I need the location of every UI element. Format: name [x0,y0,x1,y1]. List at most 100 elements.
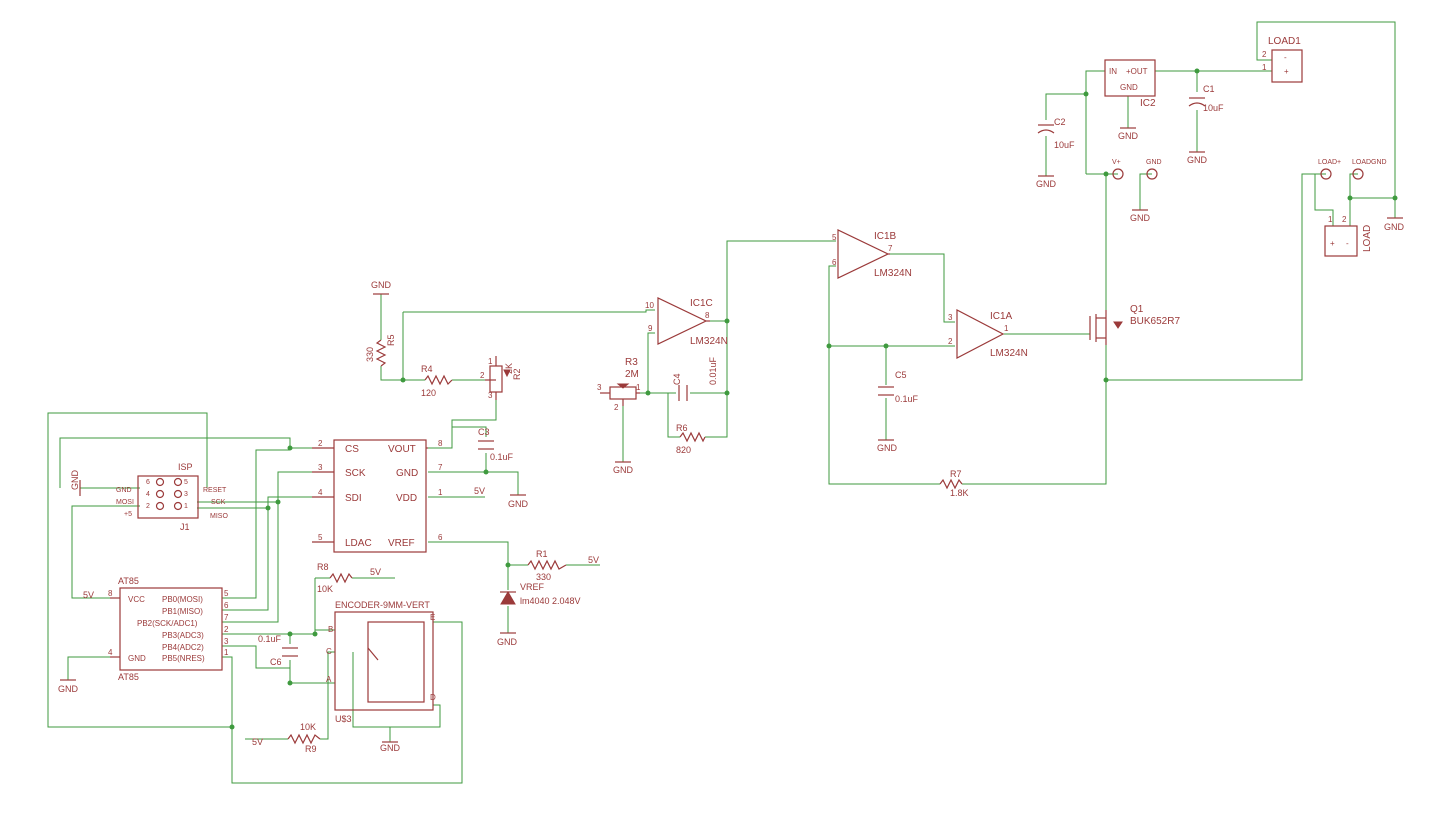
wire-pb4 [222,645,335,684]
resistor-r1: R1 330 [527,549,567,582]
terminal-load-plus: LOAD+ [1318,159,1341,180]
svg-text:J1: J1 [180,522,190,532]
regulator-ic2: IN +OUT GND IC2 [1104,59,1156,109]
svg-text:GND: GND [116,487,132,494]
wire-load1 [1256,21,1396,218]
wire-gnd-term [1139,173,1152,210]
svg-text:1: 1 [224,648,229,657]
svg-text:GND: GND [128,654,146,663]
svg-text:LOADGND: LOADGND [1352,159,1387,166]
junction [265,505,271,511]
vcc-r8: 5V [370,567,381,577]
resistor-r5: R5 330 [365,334,396,367]
svg-text:1.8K: 1.8K [950,488,969,498]
svg-text:3: 3 [597,383,602,392]
svg-text:7: 7 [438,463,443,472]
svg-text:2: 2 [948,337,953,346]
svg-text:GND: GND [396,468,418,479]
resistor-r6: R6 820 [676,423,706,455]
svg-text:R7: R7 [950,469,962,479]
svg-text:IC1B: IC1B [874,231,897,242]
mcu-at85: AT85 AT85 8 4 VCC GND PB0(MOSI) PB1(MISO… [108,576,229,682]
wire-r5b [380,366,403,381]
svg-text:AT85: AT85 [118,576,139,586]
svg-text:LM324N: LM324N [874,268,912,279]
resistor-r4: R4 120 [421,364,453,398]
junction [312,631,318,637]
gnd-c1: GND [1187,151,1208,165]
vcc-mcu: 5V [83,590,94,600]
resistor-r7: R7 1.8K [939,469,969,498]
svg-text:GND: GND [371,280,392,290]
svg-text:AT85: AT85 [118,672,139,682]
svg-text:-: - [1346,239,1349,248]
isp-header: ISP J1 6 4 2 5 3 1 GND MOSI +5 RESET SCK… [116,462,228,532]
wire-reg-in [1085,70,1105,174]
svg-text:GND: GND [1146,159,1162,166]
svg-text:LDAC: LDAC [345,538,372,549]
svg-text:R8: R8 [317,562,329,572]
svg-text:2: 2 [146,503,150,510]
svg-text:GND: GND [1036,179,1057,189]
opamp-ic1c: IC1C LM324N 10 9 8 [645,297,728,347]
svg-text:1: 1 [636,383,641,392]
svg-text:LOAD: LOAD [1362,225,1373,252]
svg-text:C2: C2 [1054,117,1066,127]
terminal-load-gnd: LOADGND [1352,159,1387,180]
wire-dac-gnd [428,471,519,495]
junction [229,724,235,730]
svg-text:GND: GND [380,743,401,753]
wire-mosi-left [71,505,140,599]
capacitors: C3 0.1uF C4 0.01uF C5 0.1uF 0.1uF C6 1 C… [258,84,1224,667]
svg-text:C1: C1 [1203,84,1215,94]
junction [287,631,293,637]
capacitor-c5: C5 0.1uF [878,370,919,404]
junction [287,445,293,451]
svg-text:GND: GND [1384,222,1405,232]
svg-text:C5: C5 [895,370,907,380]
svg-text:PB1(MISO): PB1(MISO) [162,607,203,616]
svg-text:7: 7 [888,244,893,253]
svg-text:B: B [328,625,333,634]
svg-text:IC1A: IC1A [990,311,1013,322]
svg-text:6: 6 [224,601,229,610]
svg-text:C3: C3 [478,427,490,437]
wires [47,21,1396,784]
svg-text:2: 2 [480,371,485,380]
vcc-r1: 5V [588,555,599,565]
junctions [229,68,1398,730]
svg-text:V+: V+ [1112,159,1121,166]
svg-text:lm4040 2.048V: lm4040 2.048V [520,596,581,606]
capacitor-c1: 1 C1 10uF [1188,84,1224,113]
svg-text:RESET: RESET [203,487,227,494]
junction [1103,377,1109,383]
svg-text:1: 1 [1262,63,1267,72]
svg-text:R9: R9 [305,744,317,754]
svg-text:GND: GND [58,684,79,694]
svg-text:10K: 10K [317,584,333,594]
wire-ic1c-out [710,240,836,322]
resistor-r8: R8 10K [317,562,353,594]
junction [287,680,293,686]
vcc-dac: 5V [474,486,485,496]
junction [724,390,730,396]
svg-text:8: 8 [438,439,443,448]
wire-vref [428,541,528,566]
wire-c2 [1045,93,1086,120]
junction [400,377,406,383]
svg-text:+OUT: +OUT [1126,67,1148,76]
svg-text:GND: GND [508,499,529,509]
wire-mcu-gnd [67,656,110,680]
svg-text:9: 9 [648,324,653,333]
svg-text:1: 1 [1004,324,1009,333]
svg-text:6: 6 [832,258,837,267]
svg-text:R6: R6 [676,423,688,433]
svg-text:GND: GND [1118,131,1139,141]
svg-text:C6: C6 [270,657,282,667]
svg-text:LOAD+: LOAD+ [1318,159,1341,166]
svg-text:1: 1 [1328,215,1333,224]
svg-text:LOAD1: LOAD1 [1268,36,1301,47]
capacitor-c3: C3 0.1uF [478,427,514,462]
svg-text:2: 2 [1262,50,1267,59]
